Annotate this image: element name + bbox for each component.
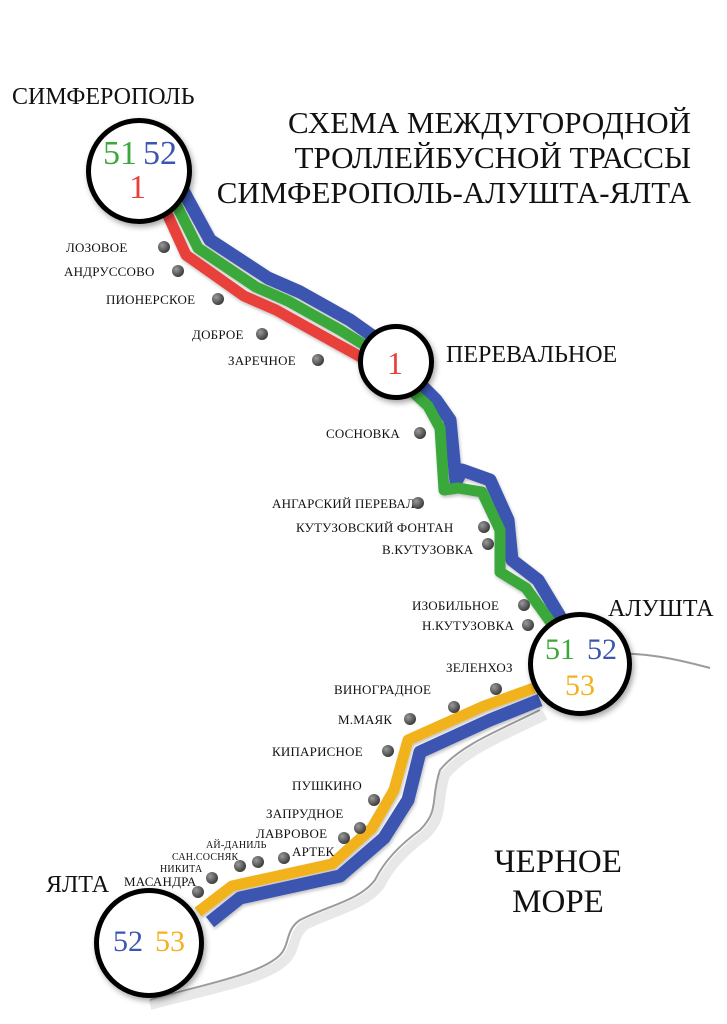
stop-label-andrussovo: АНДРУССОВО: [64, 264, 155, 279]
stop-label-n-kutuzovka: Н.КУТУЗОВКА: [422, 618, 515, 633]
stop-marker-pionerskoe[interactable]: [212, 293, 224, 305]
route-51-line-north: [165, 189, 395, 367]
stop-label-lozovoe: ЛОЗОВОЕ: [66, 240, 128, 255]
stop-marker-andrussovo[interactable]: [172, 265, 184, 277]
route-52-line-middle: [403, 367, 568, 624]
stop-label-angarskiy: АНГАРСКИЙ ПЕРЕВАЛ: [272, 496, 415, 511]
route-badge-52: 52: [143, 135, 177, 172]
stop-marker-artek[interactable]: [278, 852, 290, 864]
stop-marker-lavrovoe[interactable]: [338, 832, 350, 844]
hub-simferopol[interactable]: 51 52 1: [86, 118, 192, 224]
route-badge-51: 51: [545, 633, 575, 666]
stop-marker-vinogradnoe[interactable]: [448, 701, 460, 713]
stop-marker-lozovoe[interactable]: [158, 241, 170, 253]
route-51-line-middle: [396, 375, 557, 628]
route-52-line-south: [205, 693, 543, 928]
stop-marker-angarskiy[interactable]: [412, 497, 424, 509]
route-badge-52: 52: [113, 925, 143, 958]
sea-label-line-2: МОРЕ: [512, 884, 604, 920]
stop-label-dobroe: ДОБРОЕ: [192, 327, 244, 342]
map-title-line-2: ТРОЛЛЕЙБУСНОЙ ТРАССЫ: [294, 140, 691, 175]
route-53-line: [194, 682, 536, 917]
route-badge-53: 53: [155, 925, 185, 958]
route-badge-53: 53: [565, 669, 595, 702]
sea-label-line-1: ЧЕРНОЕ: [494, 844, 622, 880]
stop-label-sosnovka: СОСНОВКА: [326, 426, 400, 441]
stop-label-zelenhoz: ЗЕЛЕНХОЗ: [446, 660, 513, 675]
stop-label-izobilnoe: ИЗОБИЛЬНОЕ: [412, 598, 500, 613]
coastline-shadow: [148, 710, 548, 1010]
sea-label: ЧЕРНОЕ МОРЕ: [478, 842, 638, 922]
stop-marker-zelenhoz[interactable]: [490, 683, 502, 695]
stop-marker-pushkino[interactable]: [368, 794, 380, 806]
hub-label-alushta: АЛУШТА: [608, 596, 714, 622]
route-badge-1: 1: [129, 169, 146, 206]
stop-marker-ay-daniel[interactable]: [252, 856, 264, 868]
stop-label-artek: АРТЕК: [292, 844, 335, 859]
stop-marker-kutuz-fontan[interactable]: [478, 521, 490, 533]
stop-marker-n-kutuzovka[interactable]: [522, 619, 534, 631]
stop-marker-izobilnoe[interactable]: [518, 599, 530, 611]
stop-label-san-sosnyak: САН.СОСНЯК: [172, 852, 239, 863]
stop-marker-san-sosnyak[interactable]: [234, 860, 246, 872]
stop-marker-dobroe[interactable]: [256, 328, 268, 340]
hub-perevalnoe[interactable]: 1: [358, 324, 434, 400]
stop-label-kutuz-fontan: КУТУЗОВСКИЙ ФОНТАН: [296, 520, 454, 535]
stop-label-zarechnoe: ЗАРЕЧНОЕ: [228, 353, 296, 368]
stop-marker-kiparisnoe[interactable]: [382, 745, 394, 757]
hub-label-simferopol: СИМФЕРОПОЛЬ: [12, 84, 195, 110]
stop-marker-zarechnoe[interactable]: [312, 354, 324, 366]
route-badge-1: 1: [387, 345, 403, 381]
stop-label-m-mayak: М.МАЯК: [338, 712, 393, 727]
stop-marker-sosnovka[interactable]: [414, 427, 426, 439]
hub-yalta[interactable]: 52 53: [94, 888, 204, 998]
map-title-line-1: СХЕМА МЕЖДУГОРОДНОЙ: [288, 105, 691, 140]
route-badge-51: 51: [103, 135, 137, 172]
hub-label-yalta: ЯЛТА: [46, 872, 110, 898]
stop-label-lavrovoe: ЛАВРОВОЕ: [256, 826, 328, 841]
stop-marker-massandra[interactable]: [192, 886, 204, 898]
route-52-line-north: [174, 181, 399, 358]
stop-marker-m-mayak[interactable]: [404, 713, 416, 725]
hub-label-perevalnoe: ПЕРЕВАЛЬНОЕ: [446, 342, 618, 368]
stop-label-nikita: НИКИТА: [160, 864, 203, 875]
route-1-line: [154, 195, 391, 377]
stop-label-vinogradnoe: ВИНОГРАДНОЕ: [334, 682, 432, 697]
stop-marker-zaprudnoe[interactable]: [354, 822, 366, 834]
stop-label-v-kutuzovka: В.КУТУЗОВКА: [382, 542, 474, 557]
stop-label-kiparisnoe: КИПАРИСНОЕ: [272, 744, 363, 759]
map-title-line-3: СИМФЕРОПОЛЬ-АЛУШТА-ЯЛТА: [216, 175, 691, 210]
hub-alushta[interactable]: 51 52 53: [528, 612, 632, 716]
stop-label-pushkino: ПУШКИНО: [292, 778, 362, 793]
stop-label-zaprudnoe: ЗАПРУДНОЕ: [266, 806, 344, 821]
stop-label-pionerskoe: ПИОНЕРСКОЕ: [106, 292, 196, 307]
route-badge-52: 52: [587, 633, 617, 666]
stop-marker-nikita[interactable]: [206, 872, 218, 884]
stop-marker-v-kutuzovka[interactable]: [482, 538, 494, 550]
stop-label-ay-daniel: АЙ-ДАНИЛЬ: [206, 840, 267, 851]
stop-label-massandra: МАСАНДРА: [124, 874, 197, 889]
